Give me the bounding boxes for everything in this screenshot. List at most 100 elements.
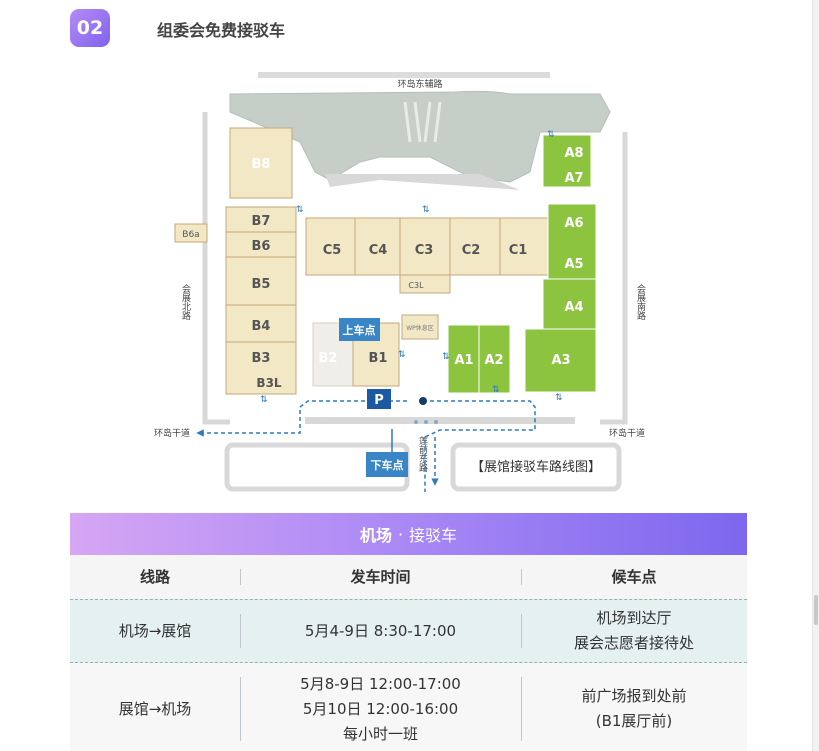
- section-number-badge: 02: [70, 9, 110, 47]
- label-road-bottom-center: 莲前东路: [417, 435, 428, 473]
- label-B2: B2: [319, 351, 338, 366]
- vip-room: [401, 314, 439, 340]
- stop-line: 展会志愿者接待处: [573, 634, 694, 652]
- label-C5: C5: [323, 243, 342, 258]
- shuttle-schedule-table: 线路 发车时间 候车点 机场→展馆 5月4-9日 8:30-17:00 机场到达…: [70, 555, 747, 751]
- hall-B3: [225, 341, 297, 395]
- hall-B5: [225, 256, 297, 306]
- label-B3: B3: [252, 351, 271, 366]
- door-arrow-icon: ⇅: [555, 393, 563, 403]
- hall-B7: [225, 206, 297, 233]
- route-dot: [434, 420, 438, 424]
- parking-icon: [367, 389, 391, 409]
- hall-C-block: [305, 217, 549, 276]
- park-paths: [403, 101, 442, 143]
- label-vip-room: WP休息区: [406, 324, 434, 332]
- label-pickup: 上车点: [343, 323, 376, 337]
- map-legend: 【展馆接驳车路线图】: [471, 459, 601, 475]
- cell-stop: 机场到达厅 展会志愿者接待处: [521, 600, 747, 662]
- road-mid: [305, 417, 575, 424]
- label-C4: C4: [369, 243, 388, 258]
- road-top-strip: [258, 72, 550, 78]
- door-arrow-icon: ⇅: [492, 385, 500, 395]
- stop-line: 机场到达厅: [596, 609, 672, 627]
- section-title: 组委会免费接驳车: [157, 21, 286, 40]
- scrollbar-thumb[interactable]: [814, 595, 818, 625]
- time-line: 5月10日 12:00-16:00: [302, 699, 459, 718]
- time-line: 5月4-9日 8:30-17:00: [304, 621, 457, 640]
- hall-B6a: [174, 223, 208, 243]
- cell-route: 展馆→机场: [70, 663, 240, 751]
- cell-time: 5月4-9日 8:30-17:00: [240, 600, 521, 662]
- label-road-top: 环岛东辅路: [397, 78, 442, 90]
- road-right: [600, 132, 628, 425]
- route-east: [423, 400, 536, 492]
- table-header-row: 线路 发车时间 候车点: [70, 555, 747, 599]
- label-A3: A3: [551, 353, 570, 368]
- hall-B6: [225, 231, 297, 258]
- label-B5: B5: [252, 277, 271, 292]
- label-C3: C3: [415, 243, 434, 258]
- label-B1: B1: [369, 351, 388, 366]
- label-B8: B8: [252, 157, 271, 172]
- label-C2: C2: [462, 243, 481, 258]
- hall-A3: [524, 328, 597, 393]
- label-B4: B4: [252, 319, 271, 334]
- hall-C3L: [399, 274, 451, 294]
- label-A8: A8: [564, 146, 583, 161]
- door-arrow-icon: ⇅: [296, 205, 304, 215]
- header-route: 线路: [139, 567, 170, 586]
- hall-B8: [229, 127, 293, 199]
- label-parking: P: [374, 393, 384, 408]
- label-A1: A1: [454, 353, 473, 368]
- route-text: 机场→展馆: [118, 621, 192, 640]
- label-road-bottom-left: 环岛干道: [154, 427, 190, 439]
- cell-time: 5月8-9日 12:00-17:00 5月10日 12:00-16:00 每小时…: [240, 663, 521, 751]
- door-arrow-icon: ⇅: [422, 205, 430, 215]
- table-title-bar: 机场 · 接驳车: [70, 513, 747, 555]
- header-stop: 候车点: [521, 555, 747, 599]
- route-dot: [424, 420, 428, 424]
- pickup-marker: [339, 318, 380, 341]
- label-road-right: 会展南路: [635, 283, 646, 321]
- table-title-dot: ·: [397, 524, 404, 544]
- hall-B4: [225, 304, 297, 343]
- label-B7: B7: [252, 214, 271, 229]
- label-C3L: C3L: [408, 281, 424, 290]
- plaza: [325, 174, 520, 190]
- shuttle-route-map: B8 B7 B6a B6 B5 B4 B3 B3L B2 B1 C5 C4 C3…: [130, 62, 670, 502]
- door-arrow-icon: ⇅: [260, 395, 268, 405]
- road-bottom-right-block: [450, 442, 622, 492]
- dropoff-marker: [366, 452, 408, 477]
- table-title-sub: 接驳车: [409, 526, 458, 545]
- time-line: 5月8-9日 12:00-17:00: [300, 674, 461, 693]
- cell-route: 机场→展馆: [70, 600, 240, 662]
- table-row: 展馆→机场 5月8-9日 12:00-17:00 5月10日 12:00-16:…: [70, 663, 747, 751]
- route-west: [196, 400, 407, 437]
- door-arrow-icon: ⇅: [547, 130, 555, 140]
- route-node: [419, 397, 427, 405]
- hall-A8-A7: [542, 134, 592, 188]
- label-road-left: 会展北路: [180, 283, 191, 321]
- stop-line: 前广场报到处前: [581, 687, 687, 705]
- label-C1: C1: [509, 243, 528, 258]
- route-text: 展馆→机场: [118, 699, 192, 718]
- road-left: [202, 112, 230, 425]
- door-arrow-icon: ⇅: [442, 352, 450, 362]
- page-scrollbar[interactable]: [812, 0, 819, 751]
- label-B6: B6: [252, 239, 271, 254]
- stop-line: (B1展厅前): [595, 712, 673, 730]
- table-title-main: 机场: [359, 526, 392, 545]
- map-svg: B8 B7 B6a B6 B5 B4 B3 B3L B2 B1 C5 C4 C3…: [154, 72, 646, 492]
- label-A2: A2: [484, 353, 503, 368]
- time-line: 每小时一班: [342, 724, 418, 743]
- cell-stop: 前广场报到处前 (B1展厅前): [521, 663, 747, 751]
- label-B6a: B6a: [182, 230, 199, 240]
- route-dot: [414, 420, 418, 424]
- label-A6: A6: [564, 216, 583, 231]
- label-A5: A5: [564, 257, 583, 272]
- label-road-bottom-right: 环岛干道: [609, 427, 645, 439]
- door-arrow-icon: ⇅: [398, 350, 406, 360]
- label-A7: A7: [564, 171, 583, 186]
- header-time: 发车时间: [240, 555, 521, 599]
